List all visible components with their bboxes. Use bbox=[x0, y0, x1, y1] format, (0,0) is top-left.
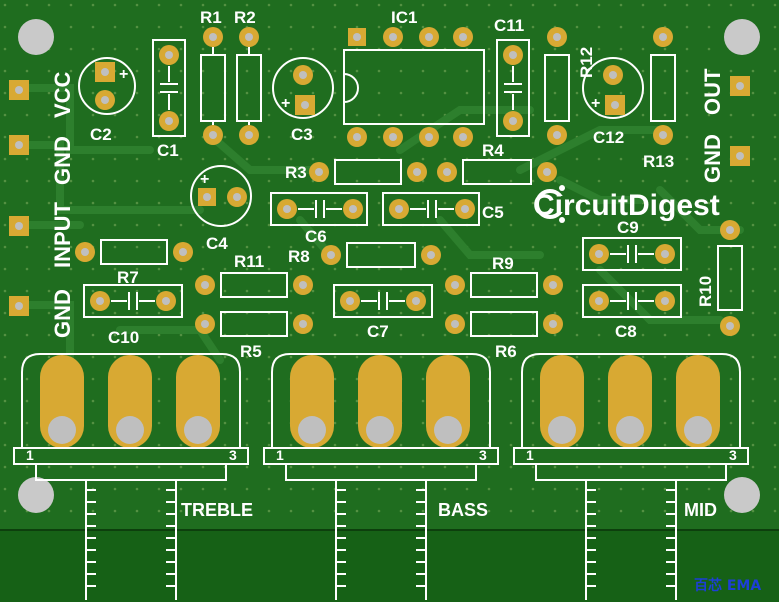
capacitor-c10: C10 bbox=[83, 284, 183, 347]
label-c7: C7 bbox=[367, 322, 389, 341]
resistor-r5: R5 bbox=[195, 311, 313, 361]
board-edge-strip bbox=[0, 530, 779, 602]
label-r7: R7 bbox=[117, 268, 139, 287]
label-c5: C5 bbox=[482, 203, 504, 222]
label-gnd-top: GND bbox=[50, 136, 75, 185]
label-c2: C2 bbox=[90, 125, 112, 144]
resistor-r3: R3 bbox=[285, 159, 427, 185]
resistor-r9: R9 bbox=[445, 254, 563, 298]
label-r5: R5 bbox=[240, 342, 262, 361]
pin1-mid: 1 bbox=[526, 447, 534, 463]
svg-text:+: + bbox=[591, 95, 600, 112]
capacitor-c11: C11 bbox=[494, 16, 530, 137]
mounting-holes bbox=[18, 19, 760, 513]
resistor-r12: R12 bbox=[544, 27, 596, 145]
label-treble: TREBLE bbox=[181, 500, 253, 520]
left-connector-labels: VCC GND INPUT GND bbox=[50, 71, 75, 338]
label-gnd-bottom: GND bbox=[50, 289, 75, 338]
copper-traces bbox=[14, 84, 744, 364]
resistor-r13: R13 bbox=[643, 27, 676, 171]
label-c11: C11 bbox=[494, 16, 524, 35]
resistor-r4: R4 bbox=[437, 141, 557, 185]
label-c1: C1 bbox=[157, 141, 179, 160]
capacitor-c9: C9 bbox=[582, 218, 682, 271]
label-vcc: VCC bbox=[50, 71, 75, 118]
pin3-bass: 3 bbox=[479, 447, 487, 463]
resistor-r10: R10 bbox=[696, 220, 743, 336]
label-c9: C9 bbox=[617, 218, 639, 237]
capacitor-c1: C1 bbox=[152, 39, 186, 160]
label-r11: R11 bbox=[234, 252, 264, 271]
label-c8: C8 bbox=[615, 322, 637, 341]
label-r6: R6 bbox=[495, 342, 517, 361]
label-mid: MID bbox=[684, 500, 717, 520]
capacitor-c2: + C2 bbox=[78, 57, 136, 144]
pin1-treble: 1 bbox=[26, 447, 34, 463]
svg-text:+: + bbox=[119, 66, 128, 83]
label-r12: R12 bbox=[577, 47, 596, 78]
label-c3: C3 bbox=[291, 125, 313, 144]
svg-text:+: + bbox=[281, 95, 290, 112]
capacitor-c8: C8 bbox=[582, 284, 682, 341]
resistor-r7: R7 bbox=[75, 239, 193, 287]
label-bass: BASS bbox=[438, 500, 488, 520]
watermark-text: 百芯 EMA bbox=[694, 577, 761, 594]
svg-text:+: + bbox=[200, 171, 209, 188]
potentiometer-mid: 1 3 MID bbox=[513, 353, 749, 600]
right-connector-pads bbox=[730, 76, 750, 166]
label-c4: C4 bbox=[206, 234, 228, 253]
capacitor-c7: C7 bbox=[333, 284, 433, 341]
ic1-dip8: IC1 bbox=[343, 8, 485, 147]
resistor-r11: R11 bbox=[195, 252, 313, 298]
circuitdigest-logo: CircuitDigest bbox=[533, 185, 720, 223]
label-r10: R10 bbox=[696, 276, 715, 307]
resistor-r6: R6 bbox=[445, 311, 563, 361]
label-ic1: IC1 bbox=[391, 8, 417, 27]
resistor-r8: R8 bbox=[288, 242, 441, 268]
left-connector-pads bbox=[9, 80, 29, 316]
resistor-r1: R1 bbox=[200, 8, 226, 145]
label-gnd-out: GND bbox=[700, 134, 725, 183]
resistor-r2: R2 bbox=[234, 8, 262, 145]
right-connector-labels: OUT GND bbox=[700, 68, 725, 183]
label-r8: R8 bbox=[288, 247, 310, 266]
label-out: OUT bbox=[700, 68, 725, 115]
pin3-treble: 3 bbox=[229, 447, 237, 463]
capacitor-c5: C5 bbox=[382, 192, 504, 226]
label-r2: R2 bbox=[234, 8, 256, 27]
logo-text: CircuitDigest bbox=[533, 189, 720, 222]
capacitor-c12: + C12 bbox=[582, 57, 644, 147]
potentiometer-treble: 1 3 TREBLE bbox=[13, 353, 253, 600]
label-r1: R1 bbox=[200, 8, 222, 27]
capacitor-c4: + C4 bbox=[190, 165, 252, 253]
pin1-bass: 1 bbox=[276, 447, 284, 463]
potentiometer-bass: 1 3 BASS bbox=[263, 353, 499, 600]
label-r3: R3 bbox=[285, 163, 307, 182]
label-r4: R4 bbox=[482, 141, 504, 160]
label-r13: R13 bbox=[643, 152, 674, 171]
capacitor-c6: C6 bbox=[270, 192, 368, 246]
label-c6: C6 bbox=[305, 227, 327, 246]
pin3-mid: 3 bbox=[729, 447, 737, 463]
capacitor-c3: + C3 bbox=[272, 57, 334, 144]
label-c12: C12 bbox=[593, 128, 624, 147]
label-c10: C10 bbox=[108, 328, 139, 347]
label-input: INPUT bbox=[50, 201, 75, 268]
label-r9: R9 bbox=[492, 254, 514, 273]
